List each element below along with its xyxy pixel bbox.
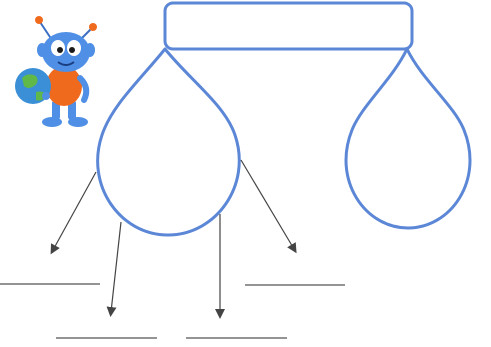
alien-holding-globe-icon <box>15 16 97 127</box>
top-box <box>165 3 412 49</box>
arrow-1 <box>53 172 96 250</box>
right-teardrop <box>346 49 470 228</box>
left-teardrop <box>98 49 240 235</box>
arrow-2 <box>111 222 121 312</box>
arrow-4 <box>241 160 294 249</box>
